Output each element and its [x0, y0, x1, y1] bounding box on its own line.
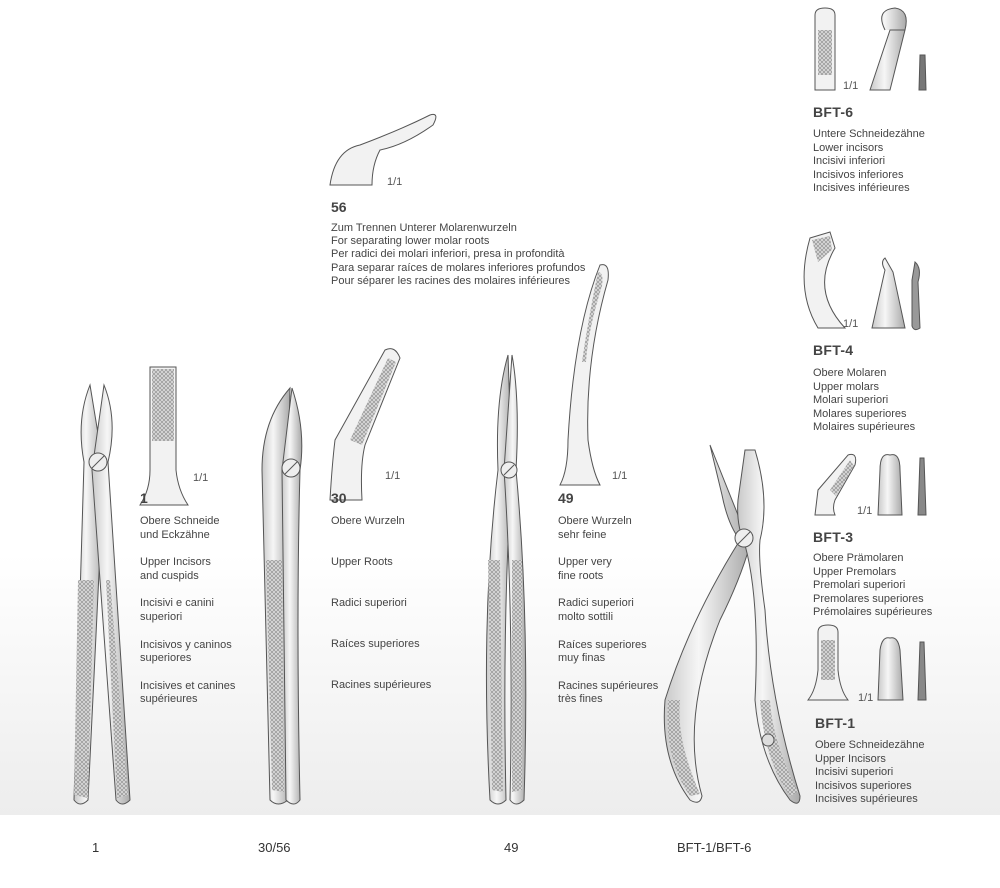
item-56-description: Zum Trennen Unterer Molarenwurzeln For s… — [331, 222, 631, 288]
item-56-number: 56 — [331, 199, 347, 215]
item-1-description: Obere Schneide und Eckzähne Upper Inciso… — [140, 515, 290, 721]
footer-label-49: 49 — [504, 840, 519, 855]
item-1-number: 1 — [140, 490, 148, 506]
desc-fr: Incisives supérieures — [815, 793, 918, 806]
desc-de: Zum Trennen Unterer Molarenwurzeln — [331, 222, 517, 234]
bft-6-description: Untere Schneidezähne Lower incisors Inci… — [813, 128, 925, 196]
desc-fr: Racines supérieures très fines — [558, 679, 659, 706]
desc-es: Molares superiores — [813, 407, 907, 420]
desc-it: Incisivi inferiori — [813, 155, 886, 168]
bft-1-scale: 1/1 — [858, 692, 874, 704]
illustrations — [73, 7, 927, 805]
forceps-49-tip-detail — [559, 264, 609, 486]
bft-1-details — [806, 624, 927, 701]
forceps-30-tip-detail — [329, 348, 401, 501]
desc-en: Upper Premolars — [813, 565, 897, 578]
desc-es: Premolares superiores — [813, 592, 924, 605]
forceps-1-drawing — [73, 383, 131, 805]
forceps-bft-drawing — [663, 444, 801, 804]
bft-3-details — [814, 454, 927, 516]
item-30-scale: 1/1 — [385, 470, 401, 482]
desc-es: Raíces superiores muy finas — [558, 638, 647, 665]
item-49-scale: 1/1 — [612, 470, 628, 482]
item-56-scale: 1/1 — [387, 176, 403, 188]
desc-it: Per radici dei molari inferiori, presa i… — [331, 248, 565, 261]
bft-6-details — [814, 7, 927, 91]
item-30-number: 30 — [331, 490, 347, 506]
desc-it: Molari superiori — [813, 394, 889, 407]
forceps-49-drawing — [485, 354, 527, 805]
bft-3-scale: 1/1 — [857, 505, 873, 517]
desc-en: Lower incisors — [813, 141, 884, 154]
item-1-scale: 1/1 — [193, 472, 209, 484]
desc-en: Upper Incisors and cuspids — [140, 556, 211, 582]
desc-de: Obere Schneide und Eckzähne — [140, 515, 220, 541]
forceps-30-drawing — [261, 386, 303, 805]
desc-es: Incisivos y caninos superiores — [140, 638, 232, 665]
desc-de: Obere Molaren — [813, 367, 887, 379]
desc-es: Incisivos inferiores — [813, 168, 904, 181]
desc-es: Para separar raíces de molares inferiore… — [331, 261, 586, 274]
desc-fr: Incisives inférieures — [813, 182, 910, 195]
footer-label-30-56: 30/56 — [258, 840, 291, 855]
bft-3-description: Obere Prämolaren Upper Premolars Premola… — [813, 552, 932, 620]
bft-1-description: Obere Schneidezähne Upper Incisors Incis… — [815, 739, 924, 807]
desc-en: Upper Roots — [331, 556, 393, 568]
forceps-1-tip-detail — [139, 366, 189, 506]
bft-4-number: BFT-4 — [813, 342, 854, 358]
desc-en: Upper molars — [813, 380, 880, 393]
bft-4-description: Obere Molaren Upper molars Molari superi… — [813, 367, 915, 435]
desc-es: Raíces superiores — [331, 638, 420, 650]
forceps-56-tip-detail — [329, 114, 437, 186]
desc-de: Obere Schneidezähne — [815, 739, 925, 751]
desc-de: Obere Wurzeln — [331, 515, 405, 527]
desc-it: Incisivi e canini superiori — [140, 597, 214, 623]
desc-de: Obere Prämolaren — [813, 552, 904, 564]
desc-it: Incisivi superiori — [815, 766, 894, 779]
bft-6-scale: 1/1 — [843, 80, 859, 92]
item-30-description: Obere Wurzeln Upper Roots Radici superio… — [331, 515, 481, 720]
bft-6-number: BFT-6 — [813, 104, 854, 120]
desc-de: Obere Wurzeln sehr feine — [558, 515, 632, 541]
bft-4-details — [803, 231, 921, 331]
desc-fr: Pour séparer les racines des molaires in… — [331, 274, 571, 287]
bft-1-number: BFT-1 — [815, 715, 856, 731]
desc-en: For separating lower molar roots — [331, 235, 490, 248]
desc-it: Radici superiori molto sottili — [558, 597, 634, 623]
bft-4-scale: 1/1 — [843, 318, 859, 330]
item-49-number: 49 — [558, 490, 574, 506]
footer-label-bft: BFT-1/BFT-6 — [677, 840, 752, 855]
footer-label-1: 1 — [92, 840, 100, 855]
desc-fr: Incisives et canines supérieures — [140, 679, 236, 706]
desc-en: Upper very fine roots — [558, 556, 612, 582]
desc-fr: Prémolaires supérieures — [813, 606, 933, 619]
item-49-description: Obere Wurzeln sehr feine Upper very fine… — [558, 515, 708, 721]
desc-it: Premolari superiori — [813, 579, 906, 592]
bft-3-number: BFT-3 — [813, 529, 854, 545]
desc-de: Untere Schneidezähne — [813, 128, 925, 140]
desc-fr: Racines supérieures — [331, 679, 432, 691]
desc-es: Incisivos superiores — [815, 779, 912, 792]
desc-it: Radici superiori — [331, 597, 407, 609]
desc-en: Upper Incisors — [815, 752, 886, 765]
desc-fr: Molaires supérieures — [813, 421, 916, 434]
